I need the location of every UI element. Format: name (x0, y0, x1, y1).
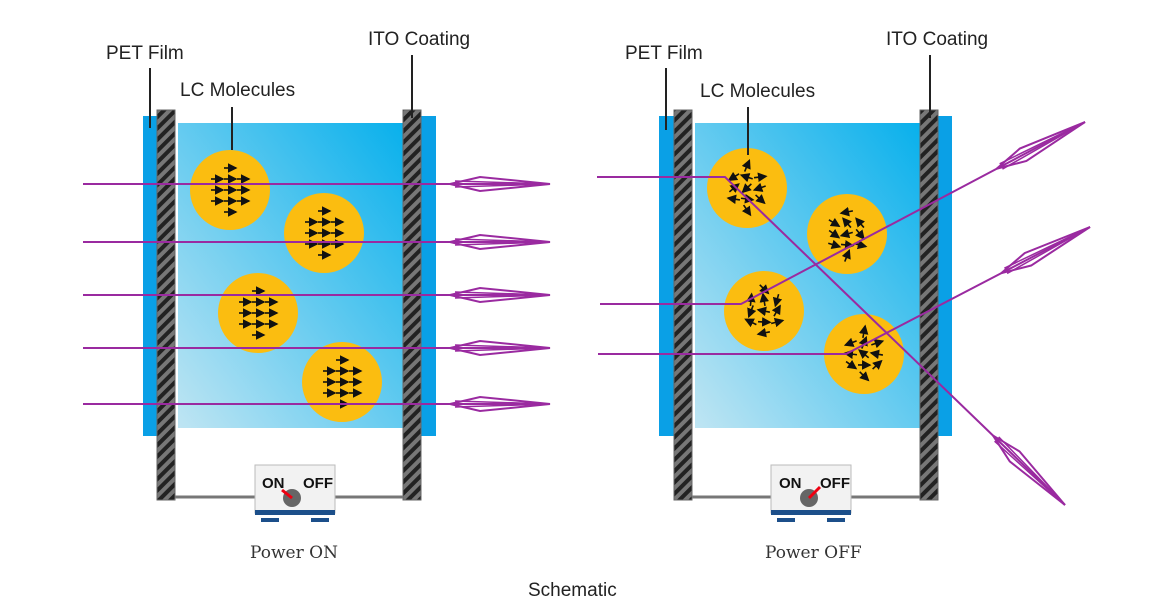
switch-on-label: ON (779, 475, 802, 492)
molecule-arrow-icon (759, 284, 770, 295)
molecule-arrow-icon (771, 304, 781, 317)
label-lc-molecules: LC Molecules (180, 80, 295, 101)
label-ito-coating: ITO Coating (886, 29, 988, 50)
panel-power-on: PET Film ITO Coating LC Molecules ON OFF… (83, 29, 551, 563)
light-arrowhead (449, 233, 551, 251)
molecule-arrow-icon (739, 173, 753, 183)
light-arrowhead (992, 434, 1066, 506)
pet-film-right (936, 116, 952, 436)
molecule-arrow-icon (855, 217, 865, 229)
molecule-arrow-icon (859, 371, 870, 382)
pet-film-right (420, 116, 436, 436)
lc-droplet (190, 150, 270, 230)
figure-caption: Schematic (528, 580, 617, 601)
molecule-arrow-icon (839, 228, 853, 239)
scattered-light-ray (600, 121, 1086, 305)
molecule-arrow-icon (752, 182, 766, 192)
molecule-arrow-icon (839, 206, 854, 217)
lc-droplet (807, 194, 887, 274)
lc-droplet (724, 271, 804, 351)
molecule-arrow-icon (755, 194, 766, 205)
molecule-arrow-icon (756, 306, 771, 317)
ito-electrode-left (156, 109, 176, 501)
caption-power-off: Power OFF (765, 543, 862, 563)
molecule-arrow-icon (871, 339, 885, 349)
scattered-light-ray (597, 176, 1066, 506)
power-switch-off[interactable]: ON OFF (770, 464, 852, 522)
light-arrowhead (1000, 226, 1091, 275)
molecule-arrow-icon (855, 228, 865, 240)
molecule-arrow-icon (741, 159, 751, 172)
molecule-arrow-icon (753, 172, 768, 182)
molecule-arrow-icon (828, 228, 841, 239)
label-ito-coating: ITO Coating (368, 29, 470, 50)
switch-on-label: ON (262, 475, 285, 492)
label-lc-molecules: LC Molecules (700, 81, 815, 102)
lc-droplet (707, 148, 787, 228)
lc-droplet (302, 342, 382, 422)
pet-film-left (659, 116, 675, 436)
molecule-arrow-icon (841, 248, 851, 262)
molecule-arrow-icon (858, 335, 868, 349)
molecule-arrow-icon (858, 349, 870, 360)
molecule-arrow-icon (727, 171, 740, 182)
molecule-arrow-icon (872, 359, 883, 370)
light-arrowhead (449, 339, 551, 357)
molecule-arrow-icon (728, 183, 740, 193)
label-pet-film: PET Film (106, 43, 184, 64)
molecule-arrow-icon (756, 327, 771, 338)
molecule-arrow-icon (746, 292, 756, 307)
molecule-arrow-icon (770, 317, 785, 328)
lc-droplet (284, 193, 364, 273)
molecule-arrow-icon (747, 305, 757, 319)
ito-electrode-right (919, 109, 939, 501)
molecule-arrow-icon (744, 318, 757, 328)
panel-power-off: PET Film ITO Coating LC Molecules ON OFF… (597, 29, 1091, 563)
molecule-arrow-icon (741, 204, 752, 217)
molecule-arrow-icon (843, 337, 857, 347)
switch-off-label: OFF (820, 475, 850, 492)
molecule-arrow-icon (845, 359, 858, 370)
ito-electrode-right (402, 109, 422, 501)
switch-off-label: OFF (303, 475, 333, 492)
molecule-arrow-icon (759, 292, 770, 307)
light-arrowhead (449, 286, 551, 304)
molecule-arrow-icon (828, 239, 842, 249)
scattered-light-ray (598, 226, 1091, 355)
molecule-arrow-icon (772, 294, 783, 308)
molecule-arrow-icon (828, 217, 841, 228)
pet-film-left (143, 116, 159, 436)
light-arrowhead (995, 121, 1086, 170)
molecule-arrow-icon (842, 217, 852, 229)
caption-power-on: Power ON (250, 543, 338, 563)
label-pet-film: PET Film (625, 43, 703, 64)
light-arrowhead (449, 395, 551, 413)
molecule-arrow-icon (869, 349, 884, 360)
power-switch-on[interactable]: ON OFF (254, 464, 336, 522)
molecule-arrow-icon (741, 183, 752, 194)
molecule-arrow-icon (757, 317, 772, 327)
lc-droplet (218, 273, 298, 353)
molecule-arrow-icon (726, 194, 741, 205)
light-arrowhead (449, 175, 551, 193)
